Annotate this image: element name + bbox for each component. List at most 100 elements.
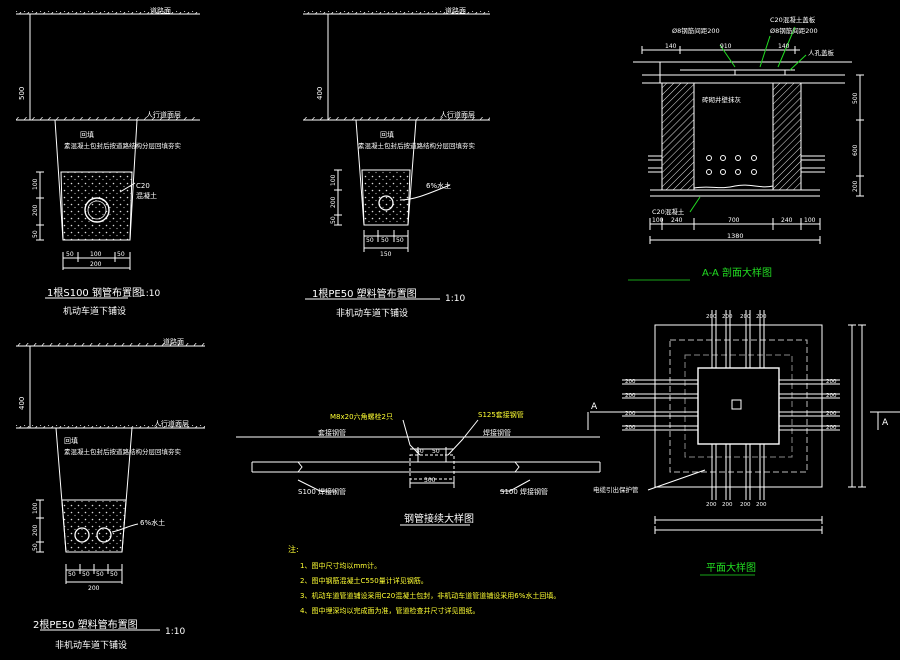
joint-s100-right: S100 焊接钢管 (500, 487, 548, 496)
sec-phi-right-label: Ø8钢筋间距200 (770, 26, 818, 35)
sec-phi-left-label: Ø8钢筋间距200 (672, 26, 720, 35)
plan-dim-bot-4: 200 (756, 502, 767, 508)
p1-dim-h3: 50 (117, 251, 125, 258)
p1-dim-h1: 50 (66, 251, 74, 258)
p2-layer-label: 人行道面层 (440, 110, 475, 119)
note-line-3: 3、机动车道管道铺设采用C20混凝土包封，非机动车道管道铺设采用6%水土回填。 (300, 591, 560, 600)
p1-fill-note: 素混凝土包封后按道路结构分层回填夯实 (64, 141, 182, 150)
plan-dim-top-3: 200 (740, 314, 751, 320)
notes-block: 注: 1、图中尺寸均以mm计。 2、图中钢筋混凝土C550量计详见钢筋。 3、机… (288, 544, 560, 615)
sec-manhole-label: 人孔盖板 (808, 48, 835, 57)
sec-dim-right-1: 500 (852, 92, 859, 104)
plan-dim-top-1: 200 (706, 314, 717, 320)
p3-top-label: 道路面 (163, 337, 184, 346)
plan-dim-right-2: 200 (826, 393, 837, 399)
pipe-pe50-left (74, 527, 90, 543)
p2-subtitle: 非机动车道下铺设 (336, 307, 408, 319)
p2-depth: 400 (316, 87, 324, 100)
p2-dim-h3: 50 (396, 237, 404, 244)
p3-depth: 400 (18, 397, 26, 410)
sec-c20-top-label: C20混凝土盖板 (770, 15, 816, 24)
p3-dim-h3: 50 (96, 571, 104, 578)
sec-dim-bot-2: 240 (671, 217, 683, 224)
p1-dim-v1: 100 (32, 178, 39, 190)
sec-dim-top-2: 910 (720, 43, 732, 50)
outer-foundation (654, 324, 823, 488)
joint-detail (236, 419, 601, 526)
plan-dim-bot-1: 200 (706, 502, 717, 508)
sec-dim-bot-5: 100 (804, 217, 816, 224)
p3-sand-label: 6%水土 (140, 518, 165, 527)
right-wall (772, 82, 802, 191)
sec-dim-top-3: 140 (778, 43, 790, 50)
p1-title: 1根S100 钢管布置图 (47, 286, 142, 299)
plan-dim-left-3: 200 (625, 411, 636, 417)
p2-dim-v1: 100 (330, 174, 337, 186)
joint-dim-total: 300 (424, 477, 436, 484)
plan-dim-right-4: 200 (826, 425, 837, 431)
sec-c20-bottom-label: C20混凝土 (652, 207, 685, 216)
p2-title: 1根PE50 塑料管布置图 (312, 287, 417, 300)
sec-dim-bot-1: 100 (652, 217, 664, 224)
manhole-chamber (697, 367, 780, 445)
p3-dim-h4: 50 (110, 571, 118, 578)
joint-bolt-label: M8x20六角螺栓2只 (330, 412, 393, 421)
plan-title: 平面大样图 (706, 561, 756, 574)
sec-dim-bot-3: 700 (728, 217, 740, 224)
p1-dim-total: 200 (90, 261, 102, 268)
center-mark (731, 399, 742, 410)
joint-right-pipe-label: 焊接钢管 (483, 428, 511, 437)
p3-subtitle: 非机动车道下铺设 (55, 639, 127, 651)
notes-heading: 注: (288, 544, 299, 554)
joint-title: 钢管接续大样图 (404, 512, 474, 525)
sec-dim-total: 1380 (727, 232, 744, 240)
p3-dim-v1: 100 (32, 502, 39, 514)
p2-fill-note: 素混凝土包封后按道路结构分层回填夯实 (358, 141, 476, 150)
joint-dim-a: 50 (416, 448, 424, 455)
pipe-pe50-right (96, 527, 112, 543)
plan-dim-bot-3: 200 (740, 502, 751, 508)
plan-dim-bot-2: 200 (722, 502, 733, 508)
p3-fill-note: 素混凝土包封后按道路结构分层回填夯实 (64, 447, 182, 456)
sec-title: A-A 剖面大样图 (702, 266, 772, 279)
note-line-2: 2、图中钢筋混凝土C550量计详见钢筋。 (300, 576, 428, 585)
joint-left-pipe-label: 套接钢管 (318, 428, 346, 437)
plan-dim-right-1: 200 (826, 379, 837, 385)
panel-1-s100-steel-pipe (16, 11, 200, 299)
p3-dim-v3: 50 (32, 543, 39, 551)
p1-dim-h2: 100 (90, 251, 102, 258)
p2-sand-label: 6%水土 (426, 181, 451, 190)
p2-dim-total: 150 (380, 251, 392, 258)
conduits-vertical (711, 310, 765, 500)
concrete-encasement (60, 171, 133, 241)
p1-dim-v3: 50 (32, 230, 39, 238)
note-line-1: 1、图中尺寸均以mm计。 (300, 561, 381, 570)
plan-pipe-label: 电缆引出保护管 (593, 485, 639, 494)
p1-concrete-sub: 混凝土 (136, 191, 157, 200)
plan-dim-top-4: 200 (756, 314, 767, 320)
plan-mark-right: A (882, 418, 889, 428)
p1-fill-label: 回填 (80, 130, 94, 139)
p2-fill-label: 回填 (380, 130, 394, 139)
p1-scale: 1:10 (140, 289, 160, 299)
joint-s100-left: S100 焊接钢管 (298, 487, 346, 496)
p3-scale: 1:10 (165, 627, 185, 637)
plan-dim-top-2: 200 (722, 314, 733, 320)
plan-mark-left: A (591, 402, 598, 412)
panel-2-pe50-single (303, 11, 490, 300)
p2-scale: 1:10 (445, 294, 465, 304)
plan-dim-left-2: 200 (625, 393, 636, 399)
joint-dim-b: 50 (432, 448, 440, 455)
conduits-horizontal (622, 379, 840, 431)
panel-3-pe50-double (16, 343, 205, 631)
sec-dim-bot-4: 240 (781, 217, 793, 224)
p3-layer-label: 人行道面层 (154, 419, 189, 428)
sec-dim-right-2: 600 (852, 144, 859, 156)
sec-inner-label: 砖砌井壁抹灰 (702, 95, 742, 104)
p1-depth: 500 (18, 87, 26, 100)
p1-dim-v2: 200 (32, 204, 39, 216)
p2-top-label: 道路面 (445, 6, 466, 15)
p3-dim-total: 200 (88, 585, 100, 592)
plan-dim-right-3: 200 (826, 411, 837, 417)
